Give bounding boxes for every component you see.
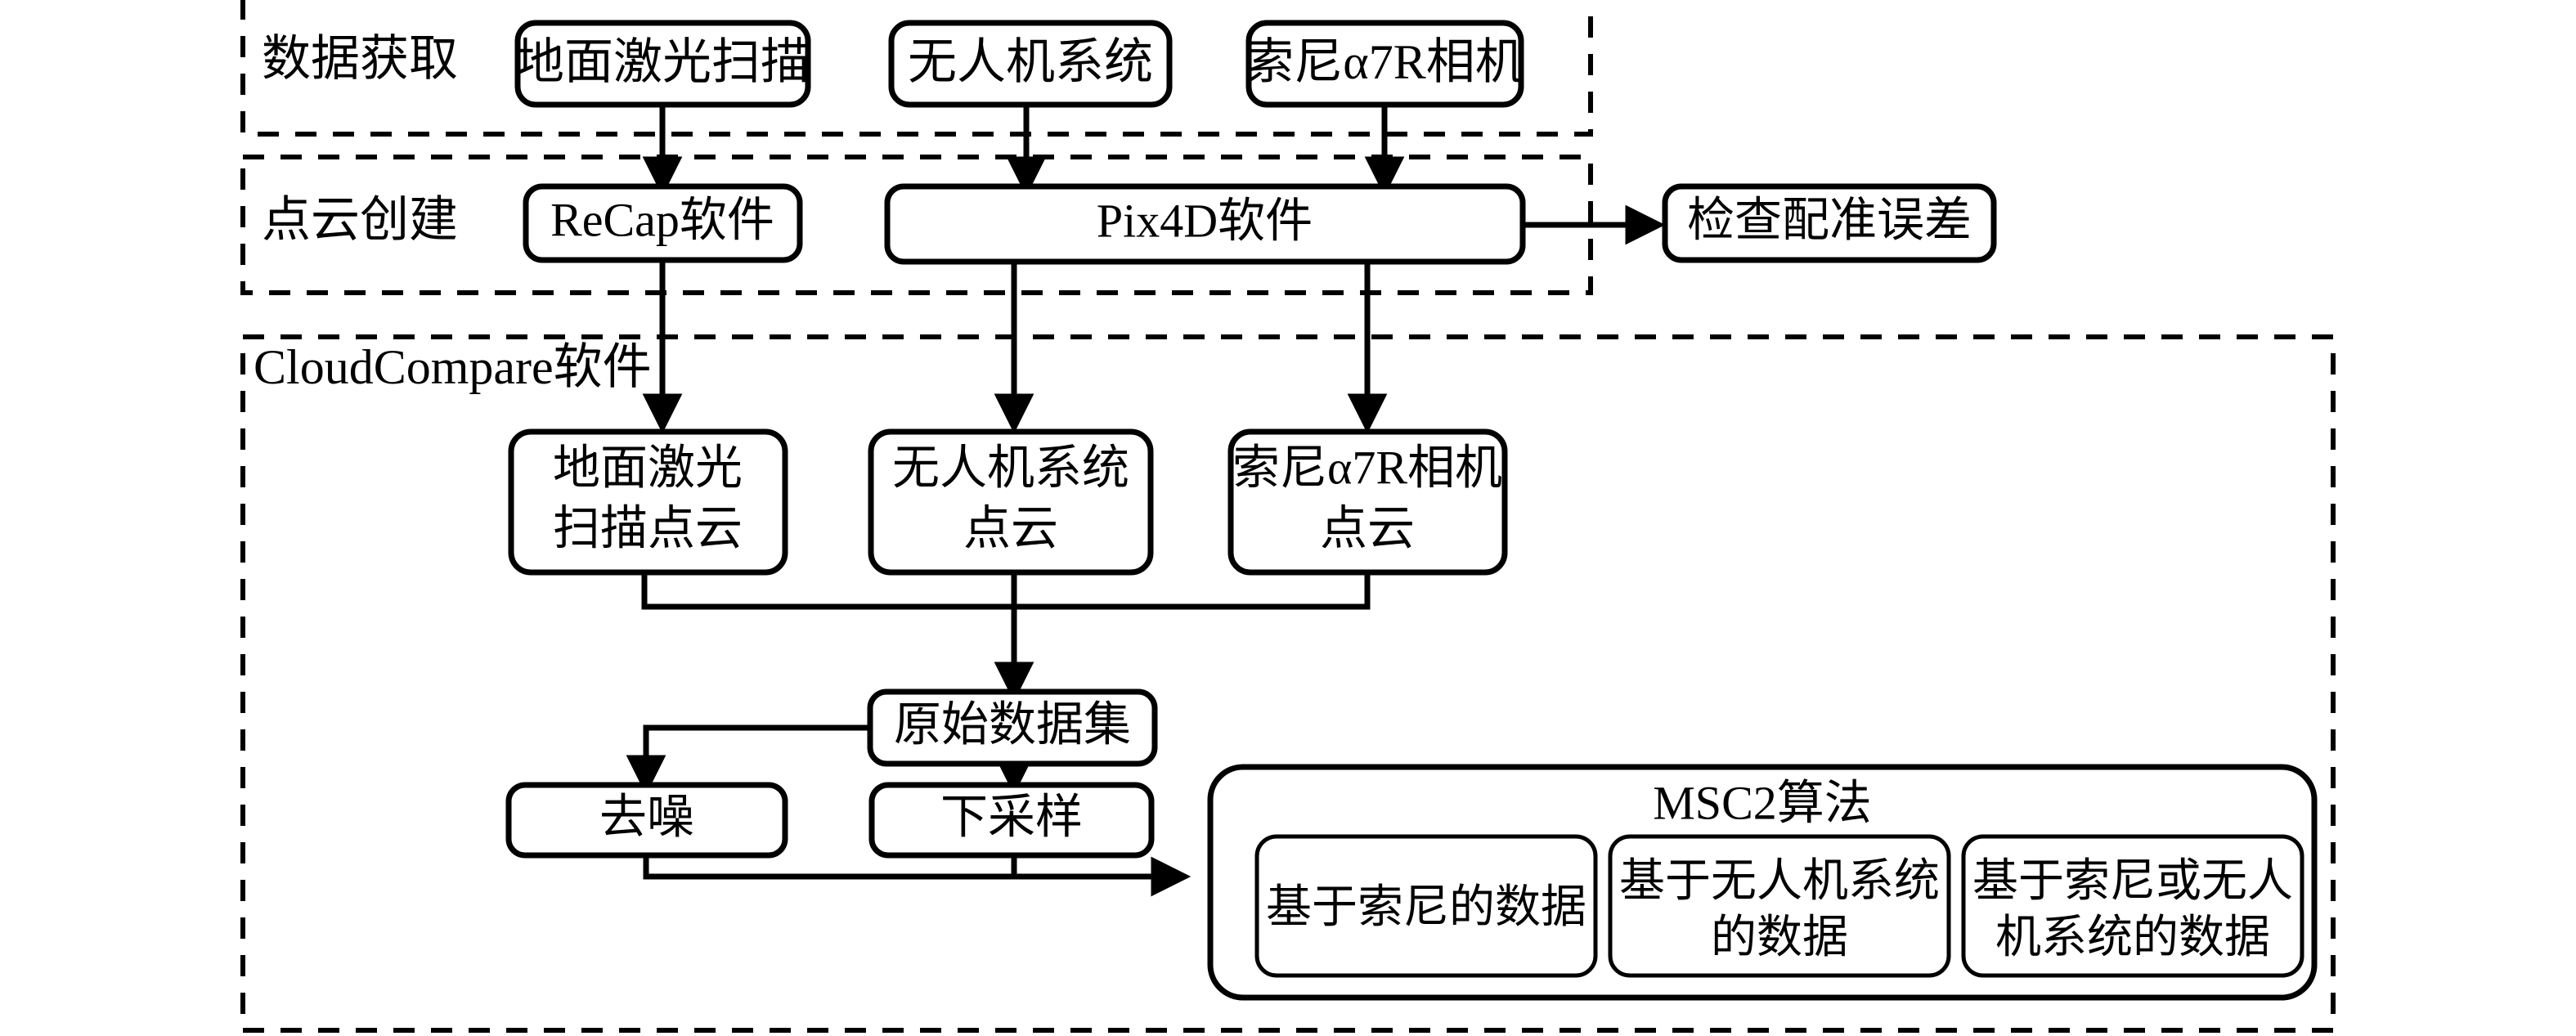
section-label-data-acquisition: 数据获取 [262, 32, 458, 86]
node-tls-label: 地面激光扫描 [515, 35, 810, 89]
node-msc2-sony-label-line1: 基于索尼的数据 [1266, 882, 1586, 933]
node-uav-cloud-label-line1: 无人机系统 [892, 441, 1129, 494]
node-msc2-label: MSC2算法 [1653, 776, 1872, 829]
node-check-error[interactable]: 检查配准误差 [1662, 183, 1997, 263]
node-uav[interactable]: 无人机系统 [888, 20, 1173, 108]
connector-raw-dataset-to-denoise [626, 724, 870, 796]
section-label-point-cloud-creation: 点云创建 [262, 193, 458, 247]
node-pix4d[interactable]: Pix4D软件 [884, 183, 1526, 265]
node-downsample-label: 下采样 [940, 790, 1083, 843]
node-sony[interactable]: 索尼α7R相机 [1245, 20, 1524, 108]
node-msc2-uav-label-line1: 基于无人机系统 [1619, 856, 1940, 907]
node-raw-dataset-label: 原始数据集 [894, 697, 1131, 751]
node-tls-cloud-label-line2: 扫描点云 [553, 501, 743, 554]
node-denoise-label: 去噪 [599, 790, 694, 843]
node-recap[interactable]: ReCap软件 [523, 183, 803, 263]
node-tls-cloud[interactable]: 地面激光 扫描点云 [508, 428, 788, 576]
node-uav-label: 无人机系统 [908, 35, 1153, 89]
section-data-acquisition-border [240, 0, 1593, 137]
node-downsample[interactable]: 下采样 [868, 782, 1155, 859]
node-check-error-label: 检查配准误差 [1687, 193, 1972, 246]
connector-denoise-to-msc2-bus [643, 855, 1192, 897]
node-tls-cloud-label-line1: 地面激光 [553, 441, 743, 494]
node-uav-cloud[interactable]: 无人机系统 点云 [868, 428, 1154, 576]
node-sony-label: 索尼α7R相机 [1245, 35, 1524, 89]
node-msc2-sony-or-uav-label-line2: 机系统的数据 [1995, 913, 2270, 963]
node-tls[interactable]: 地面激光扫描 [514, 20, 811, 108]
node-uav-cloud-label-line2: 点云 [963, 501, 1058, 554]
node-msc2-sony-or-uav-label-line1: 基于索尼或无人 [1972, 856, 2293, 907]
node-msc2-uav[interactable]: 基于无人机系统 的数据 [1608, 834, 1951, 978]
node-sony-cloud[interactable]: 索尼α7R相机 点云 [1227, 428, 1508, 576]
node-msc2-uav-label-line2: 的数据 [1711, 913, 1848, 963]
node-denoise[interactable]: 去噪 [505, 782, 788, 859]
node-msc2-group[interactable]: MSC2算法 基于索尼的数据 基于无人机系统 的数据 基于索尼或无人 机系统的数… [1207, 764, 2318, 1001]
node-pix4d-label: Pix4D软件 [1097, 194, 1313, 247]
connector-clouds-merge-bus [641, 572, 1371, 610]
node-sony-cloud-label-line2: 点云 [1320, 501, 1415, 554]
node-msc2-sony[interactable]: 基于索尼的数据 [1254, 834, 1598, 978]
node-sony-cloud-label-line1: 索尼α7R相机 [1232, 441, 1502, 494]
section-point-cloud-creation-border [240, 155, 1593, 295]
section-label-cloudcompare: CloudCompare软件 [254, 340, 652, 394]
node-raw-dataset[interactable]: 原始数据集 [867, 688, 1158, 767]
node-msc2-sony-or-uav[interactable]: 基于索尼或无人 机系统的数据 [1961, 834, 2304, 978]
node-recap-label: ReCap软件 [550, 193, 774, 246]
